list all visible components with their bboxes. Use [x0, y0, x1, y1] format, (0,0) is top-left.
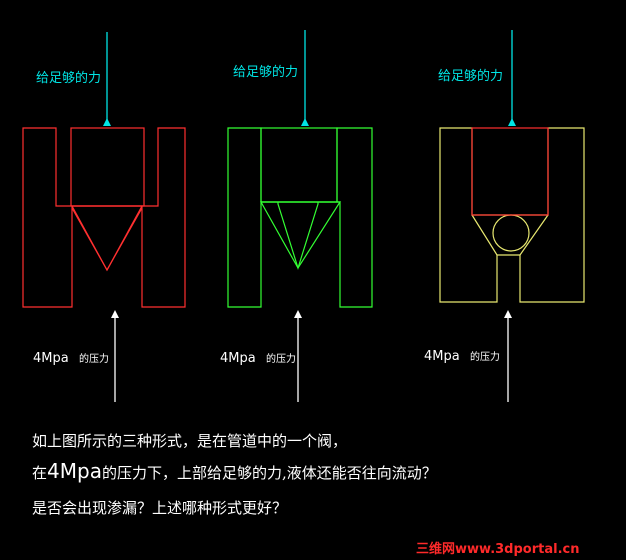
pressure-suffix-1: 的压力 — [79, 352, 109, 365]
pressure-value-3: 4Mpa — [424, 349, 460, 364]
cone-plug-2 — [259, 201, 342, 270]
force-arrowhead-1 — [103, 118, 111, 126]
piston-2 — [260, 127, 338, 203]
valve-diagram-2: 给足够的力 4Mpa 的压力 — [220, 30, 373, 402]
pressure-arrowhead-2 — [294, 310, 302, 318]
question-line-2-value: 4Mpa — [47, 459, 102, 483]
seat-right-3 — [519, 214, 549, 256]
force-arrowhead-2 — [301, 118, 309, 126]
force-label-2: 给足够的力 — [233, 64, 298, 80]
question-line-3: 是否会出现渗漏？上述哪种形式更好？ — [32, 499, 288, 517]
question-line-1: 如上图所示的三种形式，是在管道中的一个阀， — [32, 432, 348, 450]
valve-diagram-3: 给足够的力 4Mpa 的压力 — [424, 30, 585, 402]
piston-1 — [70, 127, 145, 207]
valve-body-1 — [22, 127, 186, 308]
question-line-2-suffix: 的压力下，上部给足够的力,液体还能否往向流动？ — [101, 464, 437, 482]
force-arrowhead-3 — [508, 118, 516, 126]
cone-plug-1 — [70, 205, 144, 272]
force-label-1: 给足够的力 — [36, 70, 101, 86]
question-line-2-prefix: 在 — [32, 464, 48, 482]
pressure-value-1: 4Mpa — [33, 351, 69, 366]
ball-plug-3 — [492, 214, 530, 252]
pressure-suffix-2: 的压力 — [266, 352, 296, 365]
valve-body-2 — [227, 127, 373, 308]
seat-left-3 — [471, 214, 498, 256]
question-line-2: 在4Mpa的压力下，上部给足够的力,液体还能否往向流动？ — [32, 459, 437, 483]
valve-diagram-1: 给足够的力 4Mpa 的压力 — [22, 32, 186, 402]
pressure-arrowhead-3 — [504, 310, 512, 318]
pressure-arrowhead-1 — [111, 310, 119, 318]
piston-3 — [471, 127, 549, 216]
site-watermark: 三维网www.3dportal.cn — [416, 542, 580, 557]
force-label-3: 给足够的力 — [438, 68, 503, 84]
pressure-value-2: 4Mpa — [220, 351, 256, 366]
pressure-suffix-3: 的压力 — [470, 350, 500, 363]
